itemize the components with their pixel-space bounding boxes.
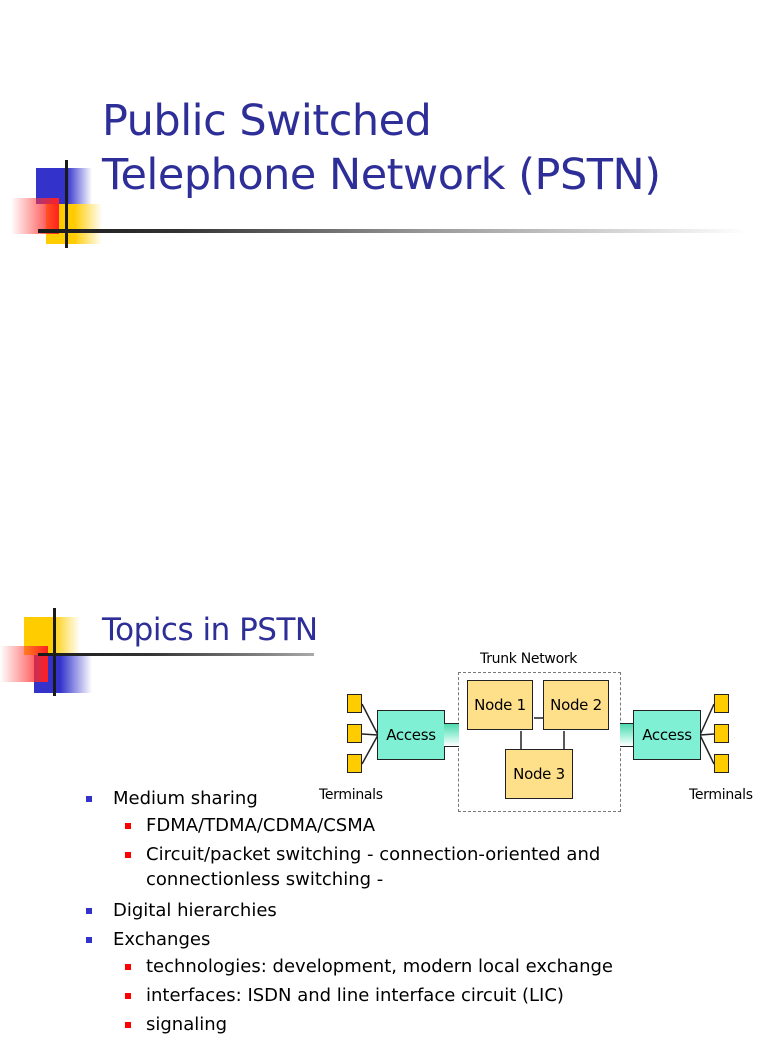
list-item-text: Medium sharing — [113, 788, 258, 809]
access-link-left — [444, 723, 459, 747]
node-2: Node 2 — [543, 680, 609, 730]
list-item: Medium sharing — [84, 784, 644, 813]
list-item: Exchanges — [84, 925, 644, 954]
connector-line — [361, 734, 379, 765]
list-subitem-text: Circuit/packet switching - connection-or… — [146, 844, 601, 890]
decor-vertical-line — [53, 608, 56, 696]
connector-line — [699, 733, 715, 736]
terminals-label-left: Terminals — [319, 787, 383, 803]
slide-title-text: Public Switched Telephone Network (PSTN) — [102, 94, 661, 202]
list-subitem: signaling — [84, 1012, 644, 1037]
decor-red-square — [0, 646, 48, 682]
bullet-square-icon — [125, 993, 131, 999]
bullet-square-icon — [86, 908, 92, 914]
node-1: Node 1 — [467, 680, 533, 730]
connector-line — [361, 733, 379, 736]
bullet-square-icon — [125, 823, 131, 829]
node-3: Node 3 — [505, 749, 573, 799]
terminal-icon — [347, 724, 362, 743]
access-link-right — [620, 723, 634, 747]
list-item-text: Digital hierarchies — [113, 900, 277, 921]
connector-line — [699, 703, 715, 736]
terminals-label-right: Terminals — [689, 787, 753, 803]
slide-title: Public Switched Telephone Network (PSTN) — [11, 94, 748, 248]
list-item-text: Exchanges — [113, 929, 211, 950]
decor-vertical-line — [65, 160, 68, 248]
list-subitem: interfaces: ISDN and line interface circ… — [84, 983, 644, 1008]
title-line-1: Public Switched — [102, 96, 432, 146]
terminal-icon — [714, 724, 729, 743]
terminal-icon — [714, 694, 729, 713]
access-node-right: Access — [633, 710, 701, 760]
list-subitem: FDMA/TDMA/CDMA/CSMA — [84, 813, 644, 838]
access-node-left: Access — [377, 710, 445, 760]
title-underline — [38, 229, 748, 233]
bullet-square-icon — [125, 852, 131, 858]
decor-red-square — [11, 198, 59, 234]
list-subitem-text: FDMA/TDMA/CDMA/CSMA — [146, 815, 376, 836]
list-subitem-text: signaling — [146, 1014, 228, 1035]
list-subitem-text: interfaces: ISDN and line interface circ… — [146, 985, 564, 1006]
connector-line — [699, 734, 715, 765]
topics-list: Medium sharing FDMA/TDMA/CDMA/CSMA Circu… — [84, 784, 644, 1041]
list-subitem: technologies: development, modern local … — [84, 954, 644, 979]
bullet-square-icon — [125, 1022, 131, 1028]
title-line-2: Telephone Network (PSTN) — [102, 150, 661, 200]
list-subitem-text: technologies: development, modern local … — [146, 956, 613, 977]
trunk-network-label: Trunk Network — [480, 651, 578, 667]
list-item: Digital hierarchies — [84, 896, 644, 925]
terminal-icon — [714, 754, 729, 773]
bullet-square-icon — [86, 937, 92, 943]
bullet-square-icon — [86, 796, 92, 802]
list-subitem: Circuit/packet switching - connection-or… — [84, 842, 644, 892]
title-underline — [38, 653, 314, 656]
terminal-icon — [347, 694, 362, 713]
topics-title: Topics in PSTN — [102, 612, 318, 648]
bullet-square-icon — [125, 964, 131, 970]
connector-line — [361, 703, 379, 736]
terminal-icon — [347, 754, 362, 773]
